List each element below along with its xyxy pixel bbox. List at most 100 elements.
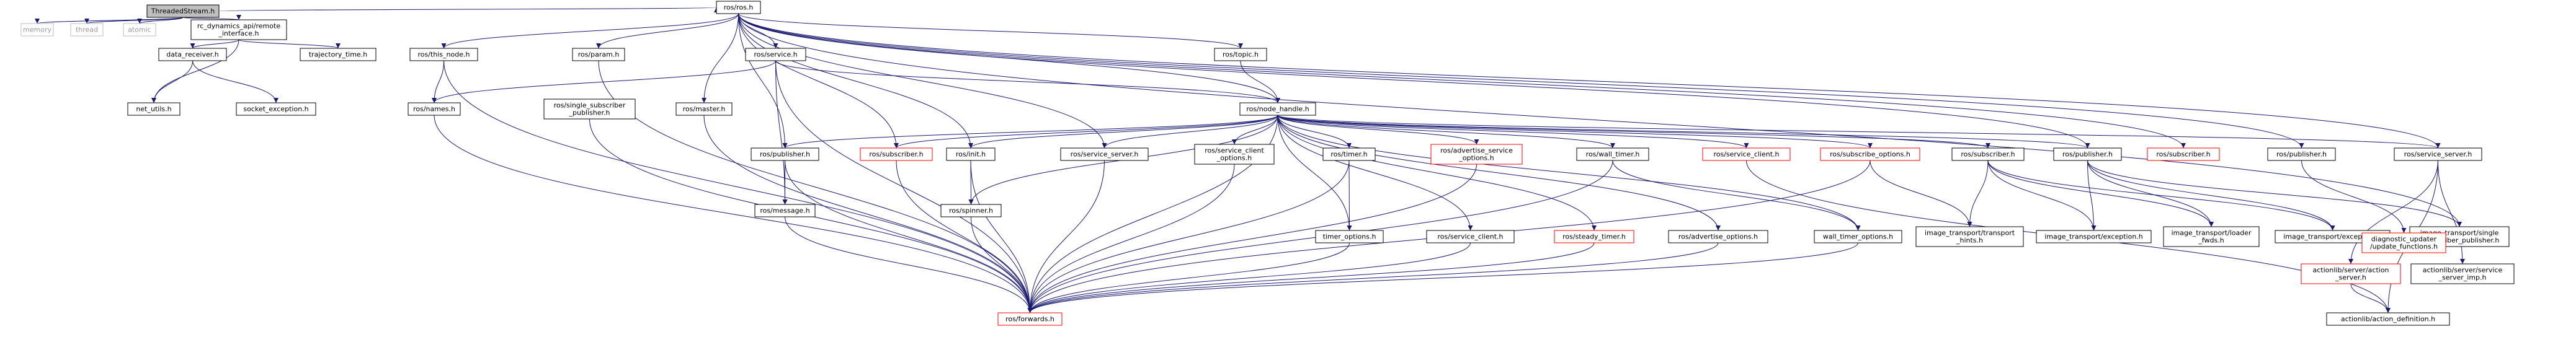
node-label: memory xyxy=(23,26,51,34)
node-ros[interactable]: ros/ros.h xyxy=(716,1,761,14)
node-advertise_service_options[interactable]: ros/advertise_service_options.h xyxy=(1430,144,1523,165)
edge-subscriber_a-to-forwards xyxy=(896,160,1033,313)
node-it_loader_fwds[interactable]: image_transport/loader_fwds.h xyxy=(2163,226,2260,247)
edge-remote_interface-to-net_utils xyxy=(151,39,239,103)
node-timer_options[interactable]: timer_options.h xyxy=(1315,230,1384,243)
node-label: ros/node_handle.h xyxy=(1246,105,1309,113)
node-box xyxy=(1668,230,1768,243)
node-topic[interactable]: ros/topic.h xyxy=(1214,48,1267,61)
node-param[interactable]: ros/param.h xyxy=(572,48,625,61)
node-trajectory_time[interactable]: trajectory_time.h xyxy=(300,48,377,61)
node-actionlib_service_server_imp[interactable]: actionlib/server/service_server_imp.h xyxy=(2410,263,2515,284)
node-label: diagnostic_updater xyxy=(2371,235,2437,243)
node-service_server_a[interactable]: ros/service_server.h xyxy=(1060,147,1149,161)
edge-node_handle-to-publisher_b xyxy=(1277,115,2090,149)
node-socket_exception[interactable]: socket_exception.h xyxy=(236,102,316,116)
node-node_handle[interactable]: ros/node_handle.h xyxy=(1239,102,1316,116)
node-label: ros/service_client.h xyxy=(1437,233,1503,241)
node-box xyxy=(675,102,733,116)
node-box xyxy=(1214,48,1267,61)
edge-data_receiver-to-socket_exception xyxy=(192,60,279,103)
edge-ros-to-service_server_b xyxy=(738,13,2441,149)
node-net_utils[interactable]: net_utils.h xyxy=(127,102,180,116)
node-spinner[interactable]: ros/spinner.h xyxy=(940,204,1002,217)
node-forwards[interactable]: ros/forwards.h xyxy=(997,312,1063,326)
edge-timer-to-timer_options xyxy=(1347,160,1352,231)
node-box xyxy=(716,1,761,14)
node-label: ros/ros.h xyxy=(724,4,754,12)
node-steady_timer[interactable]: ros/steady_timer.h xyxy=(1554,230,1634,243)
node-box xyxy=(1239,102,1316,116)
node-label: trajectory_time.h xyxy=(309,51,367,59)
edge-this_node-to-names xyxy=(432,60,444,103)
node-box xyxy=(2410,263,2515,284)
node-memory[interactable]: memory xyxy=(20,23,54,37)
node-init[interactable]: ros/init.h xyxy=(946,147,996,161)
edge-remote_interface-to-data_receiver xyxy=(190,39,239,49)
node-service_client_options[interactable]: ros/service_client_options.h xyxy=(1194,144,1275,165)
node-root[interactable]: ThreadedStream.h xyxy=(146,4,220,18)
node-action_definition[interactable]: actionlib/action_definition.h xyxy=(2326,312,2450,326)
node-diagnostic_updater[interactable]: diagnostic_updater/update_functions.h xyxy=(2361,232,2446,253)
node-label: ros/single_subscriber xyxy=(554,102,626,110)
node-remote_interface[interactable]: rc_dynamics_api/remote_interface.h xyxy=(190,19,287,40)
node-box xyxy=(1576,147,1649,161)
node-it_exception_b[interactable]: image_transport/exception.h xyxy=(2275,230,2391,243)
node-publisher_c[interactable]: ros/publisher.h xyxy=(2267,147,2336,161)
node-label: _publisher.h xyxy=(569,109,610,117)
node-timer[interactable]: ros/timer.h xyxy=(1322,147,1376,161)
edge-message-to-forwards xyxy=(785,216,1033,313)
edge-timer_options-to-forwards xyxy=(1027,242,1350,313)
node-service_server_b[interactable]: ros/service_server.h xyxy=(2394,147,2482,161)
node-names[interactable]: ros/names.h xyxy=(408,102,461,116)
node-actionlib_action_server[interactable]: actionlib/server/action_server.h xyxy=(2301,263,2401,284)
node-it_exception_a[interactable]: image_transport/exception.h xyxy=(2036,230,2152,243)
edge-ros-to-service_server_a xyxy=(738,13,1107,149)
node-master[interactable]: ros/master.h xyxy=(675,102,733,116)
node-thread[interactable]: thread xyxy=(70,23,104,37)
node-single_sub_pub[interactable]: ros/single_subscriber_publisher.h xyxy=(543,98,636,120)
node-label: image_transport/exception.h xyxy=(2044,233,2143,241)
node-advertise_options[interactable]: ros/advertise_options.h xyxy=(1668,230,1768,243)
node-label: ros/forwards.h xyxy=(1005,315,1054,323)
node-data_receiver[interactable]: data_receiver.h xyxy=(158,48,227,61)
edge-ros-to-it_single_sub_pub xyxy=(738,13,2462,227)
node-box xyxy=(1315,230,1384,243)
node-label: socket_exception.h xyxy=(243,105,308,113)
node-subscribe_options[interactable]: ros/subscribe_options.h xyxy=(1820,147,1920,161)
node-subscriber_b[interactable]: ros/subscriber.h xyxy=(1951,147,2025,161)
node-box xyxy=(2163,226,2260,247)
node-box xyxy=(1951,147,2025,161)
node-box xyxy=(123,23,156,37)
node-service_client[interactable]: ros/service_client.h xyxy=(1702,147,1791,161)
node-subscriber_a[interactable]: ros/subscriber.h xyxy=(860,147,933,161)
node-label: /update_functions.h xyxy=(2370,243,2438,251)
node-label: _server.h xyxy=(2335,274,2366,282)
node-label: _hints.h xyxy=(1956,237,1983,245)
node-service[interactable]: ros/service.h xyxy=(745,48,806,61)
node-box xyxy=(409,48,478,61)
node-label: ros/param.h xyxy=(578,51,620,59)
node-label: ros/service_client xyxy=(1205,147,1264,155)
node-box xyxy=(572,48,625,61)
edge-subscriber_b-to-it_exception_a xyxy=(1987,160,2097,231)
node-subscriber_c[interactable]: ros/subscriber.h xyxy=(2147,147,2220,161)
edge-param-to-forwards xyxy=(598,60,1033,313)
node-wall_timer[interactable]: ros/wall_timer.h xyxy=(1576,147,1649,161)
node-publisher_b[interactable]: ros/publisher.h xyxy=(2053,147,2122,161)
node-label: ros/subscriber.h xyxy=(869,151,923,159)
node-label: ros/spinner.h xyxy=(949,207,993,215)
node-wall_timer_options[interactable]: wall_timer_options.h xyxy=(1814,230,1902,243)
node-label: data_receiver.h xyxy=(166,51,218,59)
node-label: net_utils.h xyxy=(136,105,171,113)
node-it_transport_hints[interactable]: image_transport/transport_hints.h xyxy=(1915,226,2024,247)
node-service_client_b[interactable]: ros/service_client.h xyxy=(1426,230,1515,243)
node-message[interactable]: ros/message.h xyxy=(754,204,816,217)
edge-node_handle-to-steady_timer xyxy=(1277,115,1597,231)
node-publisher_a[interactable]: ros/publisher.h xyxy=(751,147,819,161)
node-label: _options.h xyxy=(1458,154,1494,162)
node-this_node[interactable]: ros/this_node.h xyxy=(409,48,478,61)
node-label: ros/timer.h xyxy=(1330,151,1367,159)
node-atomic[interactable]: atomic xyxy=(123,23,156,37)
node-label: ros/service.h xyxy=(754,51,797,59)
